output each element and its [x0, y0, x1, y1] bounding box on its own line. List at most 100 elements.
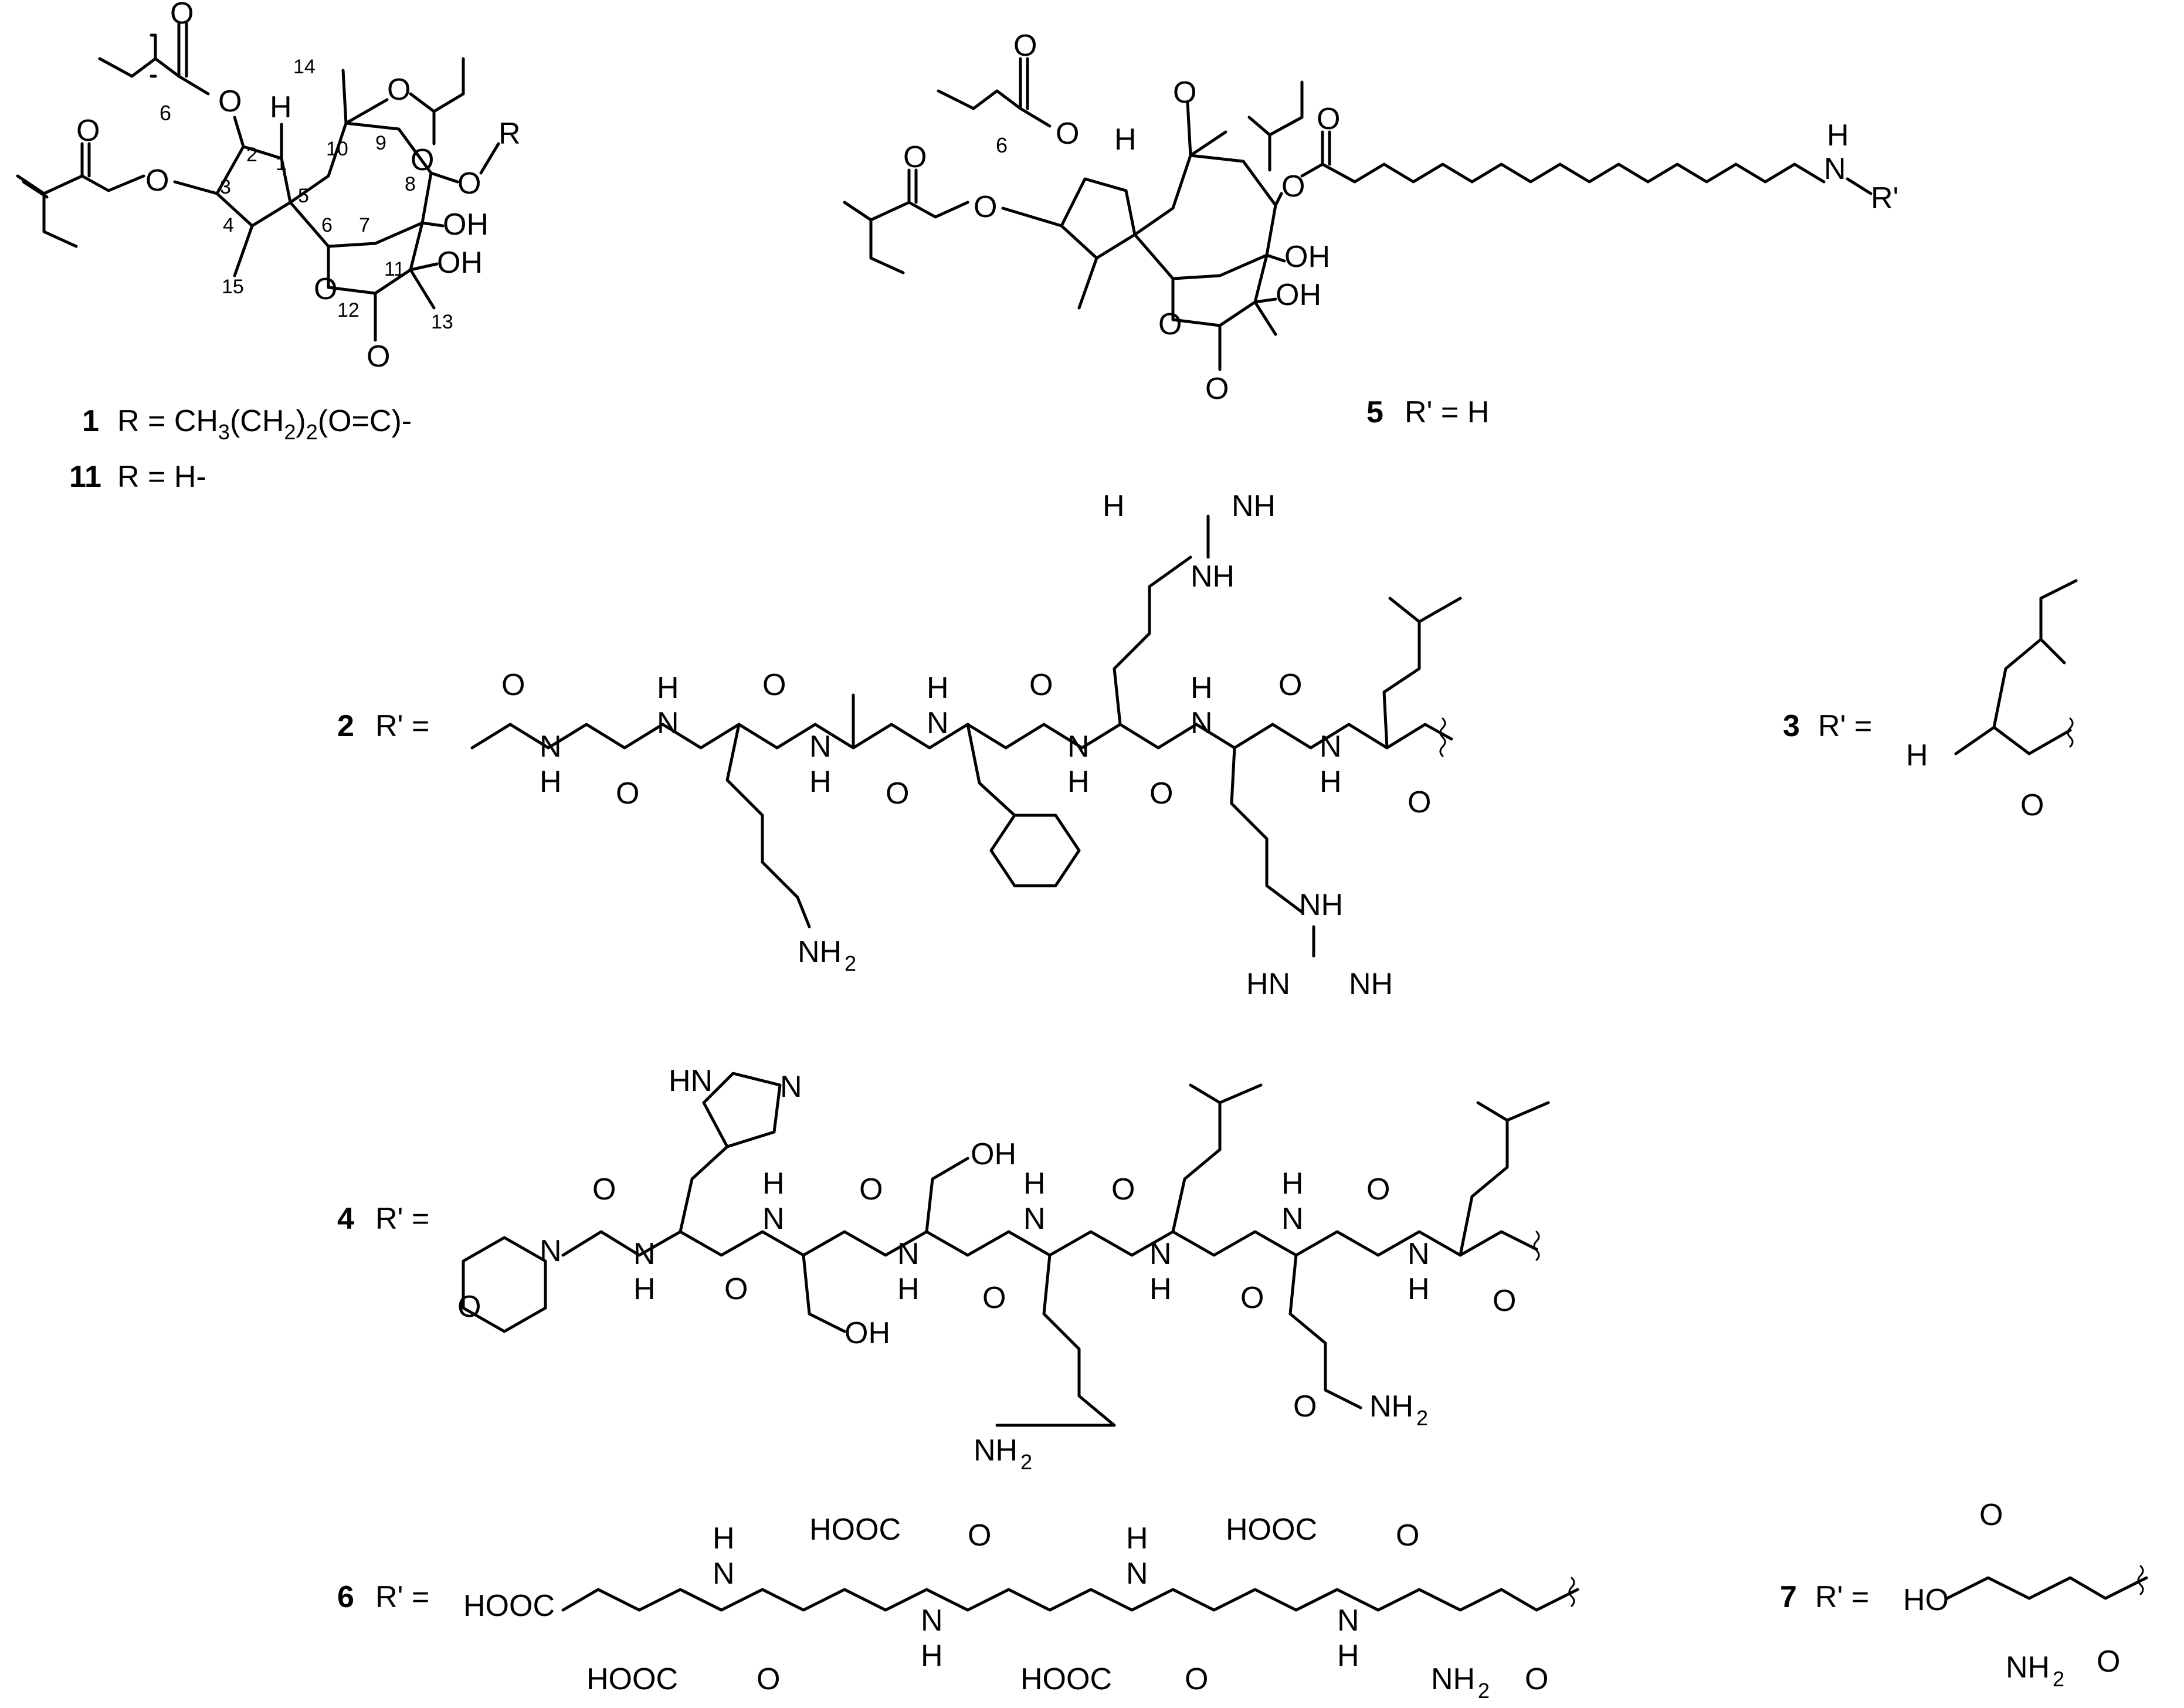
r-prime-label: R' — [1871, 181, 1898, 215]
n-label: N — [927, 706, 949, 740]
nh2-label: NH — [1431, 1662, 1475, 1696]
h-label: H — [1067, 765, 1090, 799]
h2n-label: H — [1906, 738, 1928, 772]
o-label: O — [616, 777, 639, 811]
subscript-2: 2 — [1020, 1450, 1032, 1474]
structure-compound-1: O O 6 H O O O O O R O — [16, 0, 521, 374]
h-label: H — [1320, 765, 1342, 799]
o-label: O — [76, 114, 100, 148]
subscript-2: 2 — [1416, 1406, 1428, 1430]
h-label: H — [540, 765, 562, 799]
oh-label: OH — [437, 246, 483, 280]
r-definition: R' = — [375, 1202, 429, 1236]
n-label: N — [1408, 1237, 1430, 1271]
locant-1: 1 — [276, 152, 287, 175]
o-label: O — [1396, 1519, 1419, 1553]
o-label: O — [1158, 307, 1182, 341]
nh2-label: NH — [1369, 1390, 1413, 1424]
r-definition: R = H- — [117, 460, 206, 494]
n-label: N — [780, 1070, 802, 1104]
o-label: O — [1493, 1284, 1516, 1318]
h-label: H — [1126, 1521, 1148, 1556]
o-label: O — [968, 1519, 991, 1553]
o-label: O — [387, 73, 411, 107]
locant-7: 7 — [359, 214, 370, 236]
o-label: O — [1111, 1172, 1135, 1207]
h-label: H — [921, 1639, 943, 1673]
compound-number: 4 — [337, 1202, 354, 1236]
o-label: O — [982, 1281, 1006, 1315]
nh-label: NH — [1232, 489, 1276, 523]
o-label: O — [170, 0, 194, 30]
nh-label: NH — [1299, 888, 1343, 922]
o-label: O — [757, 1662, 780, 1696]
attachment-wavy-bond — [1533, 1231, 1540, 1261]
compound-11-caption: 11 R = H- — [69, 460, 206, 494]
compound-number: 5 — [1366, 395, 1383, 429]
locant-5: 5 — [298, 185, 309, 207]
o-label: O — [1317, 102, 1340, 136]
locant-12: 12 — [337, 299, 360, 321]
n-label: N — [657, 706, 679, 740]
structure-compound-7: 7 R' = HO O NH 2 O — [1780, 1498, 2148, 1691]
compound-1-caption: 1 R = CH3(CH2)2(O=C)- — [82, 404, 412, 444]
o-label: O — [859, 1172, 883, 1207]
hn-label: HN — [1246, 967, 1290, 1001]
chain-length-label: 6 — [160, 101, 171, 125]
o-label: O — [724, 1272, 748, 1306]
h-label: H — [809, 765, 832, 799]
locant-13: 13 — [431, 311, 453, 333]
attachment-wavy-bond — [1439, 717, 1446, 757]
locant-9: 9 — [375, 132, 386, 154]
hn-label: HN — [669, 1064, 713, 1098]
compound-5-caption: 5 R' = H — [1366, 395, 1489, 429]
hooc-label: HOOC — [1226, 1513, 1317, 1547]
o-label: O — [1185, 1662, 1208, 1696]
o-label: O — [1366, 1172, 1390, 1207]
attachment-wavy-bond — [2067, 717, 2074, 748]
structure-compound-4: 4 R' = O N O N H HN N O H N OH O N H OH … — [337, 1064, 1550, 1474]
attachment-wavy-bond — [2137, 1565, 2144, 1595]
o-label: O — [314, 272, 337, 306]
attachment-wavy-bond — [1568, 1577, 1575, 1607]
n-label: N — [809, 730, 832, 764]
nh-label: NH — [1191, 560, 1235, 594]
locant-15: 15 — [222, 276, 244, 298]
n-label: N — [1281, 1202, 1304, 1236]
r-definition: R' = — [1815, 1580, 1869, 1614]
nh-label: H — [927, 671, 949, 705]
r-definition: R' = — [375, 1580, 429, 1614]
nh-label: H — [1191, 671, 1213, 705]
h-label: H — [1827, 118, 1849, 152]
structure-compound-2: 2 R' = O N H O H N O N H O H N O N H O H… — [337, 489, 1462, 1001]
o-label: O — [501, 668, 525, 702]
n-label: N — [540, 730, 562, 764]
o-label: O — [218, 84, 242, 118]
n-label: N — [1023, 1202, 1046, 1236]
o-label: O — [762, 668, 786, 702]
r-definition: R' = H — [1405, 395, 1489, 429]
subscript-2: 2 — [2053, 1667, 2064, 1691]
n-label: N — [921, 1604, 943, 1638]
o-label: O — [1525, 1662, 1548, 1696]
n-label: N — [897, 1237, 920, 1271]
o-label: O — [592, 1172, 616, 1207]
h-label: H — [1337, 1639, 1359, 1673]
o-label: O — [457, 167, 481, 201]
h-label: H — [762, 1167, 785, 1201]
oh-label: OH — [845, 1316, 890, 1350]
h-label: H — [713, 1521, 735, 1556]
n-label: N — [1067, 730, 1090, 764]
o-label: O — [2020, 788, 2044, 822]
o-label: O — [903, 140, 927, 174]
compound-number: 2 — [337, 709, 354, 743]
o-label: O — [2097, 1645, 2120, 1679]
compound-number: 7 — [1780, 1580, 1797, 1614]
oh-label: OH — [971, 1137, 1016, 1171]
hooc-label: HOOC — [1020, 1662, 1112, 1696]
compound-number: 3 — [1783, 709, 1800, 743]
n-label: N — [1191, 706, 1213, 740]
o-label: O — [1205, 372, 1229, 406]
h-label: H — [1149, 1272, 1172, 1306]
